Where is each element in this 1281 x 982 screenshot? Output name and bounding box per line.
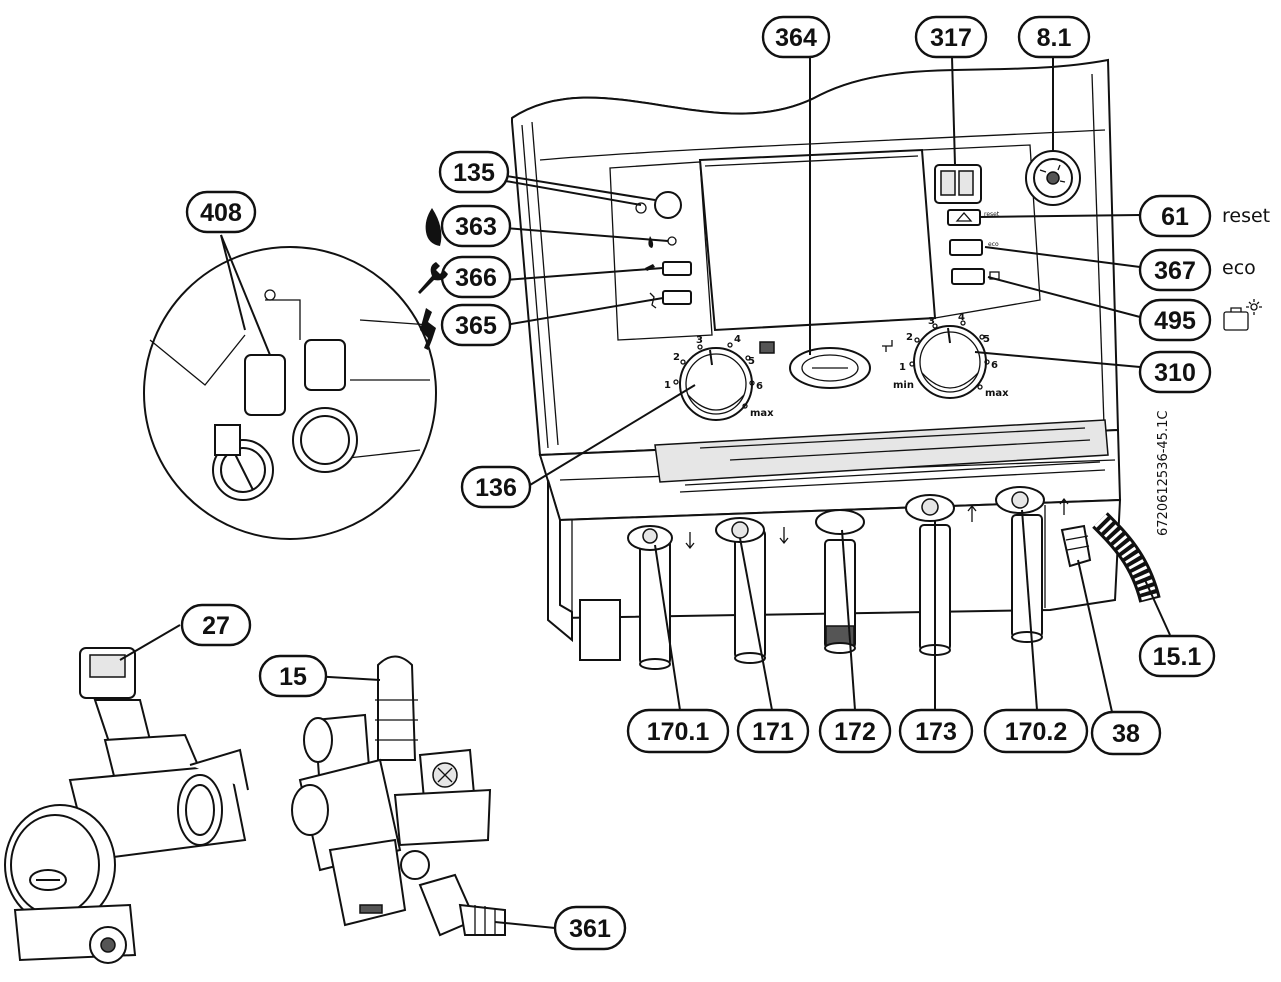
svg-text:364: 364 [775,24,817,52]
display-window [698,148,937,332]
svg-text:15.1: 15.1 [1153,643,1202,671]
svg-text:170.2: 170.2 [1005,718,1068,746]
dhw-temperature-dial[interactable] [909,320,990,399]
callout-171: 171 [736,708,810,754]
callout-170-2: 170.2 [983,708,1089,754]
svg-text:173: 173 [915,718,957,746]
svg-text:495: 495 [1154,307,1196,335]
diverter-valve-assembly [291,655,506,937]
callout-8-1: 8.1 [1017,15,1091,59]
callouts: 364 317 8.1 135 408 363 366 365 61 367 4… [180,15,1216,951]
ch-tick-2: 2 [673,352,680,363]
ch-tick-4: 4 [734,334,741,345]
briefcase-sun-icon [1223,299,1262,331]
callout-61: 61 [1138,194,1212,238]
ch-max-label: max [750,408,774,419]
svg-text:136: 136 [475,474,517,502]
control-panel: reset eco [609,144,1081,421]
svg-text:361: 361 [569,915,611,943]
ch-tick-1: 1 [664,380,671,391]
legend: reset eco [418,205,1270,350]
callout-317: 317 [914,15,988,59]
chimney-sweep-button[interactable] [662,290,692,305]
dhw-tick-2: 2 [906,332,913,343]
svg-text:15: 15 [279,663,307,691]
drawing-code: 6720612536-45.1C [1156,411,1171,536]
callout-366: 366 [440,255,512,299]
holiday-button[interactable] [951,268,985,285]
eco-label-small: eco [988,241,999,248]
dhw-tick-1: 1 [899,362,906,373]
wrench-icon [418,262,448,294]
flame-icon [425,208,442,246]
dhw-max-label: max [985,388,1009,399]
ch-tick-6: 6 [756,381,763,392]
svg-text:170.1: 170.1 [647,718,710,746]
leader-lines [119,56,1171,929]
ch-tick-5: 5 [748,356,755,367]
svg-text:366: 366 [455,264,497,292]
callout-408: 408 [185,190,257,234]
svg-text:408: 408 [200,199,242,227]
reset-label-small: reset [984,211,1000,218]
dhw-tick-6: 6 [991,360,998,371]
callout-363: 363 [440,204,512,248]
tap-icon [882,340,893,352]
main-switch[interactable] [654,191,682,219]
callout-172: 172 [818,708,892,754]
legend-eco-label: eco [1222,257,1256,279]
svg-text:8.1: 8.1 [1037,24,1072,52]
chimney-sweep-icon [420,308,436,350]
eco-button[interactable] [949,239,983,256]
callout-495: 495 [1138,298,1212,342]
callout-310: 310 [1138,350,1212,394]
callout-136: 136 [460,465,532,509]
callout-361: 361 [553,905,627,951]
callout-15-1: 15.1 [1138,634,1216,678]
dhw-tick-4: 4 [958,312,965,323]
dhw-min-label: min [893,380,914,391]
callout-367: 367 [1138,248,1212,292]
pump-assembly [4,647,249,964]
callout-27: 27 [180,603,252,647]
ch-temperature-dial[interactable] [673,342,755,421]
dhw-tick-5: 5 [983,334,990,345]
ch-tick-3: 3 [696,335,703,346]
svg-text:27: 27 [202,612,230,640]
legend-reset-label: reset [1222,205,1270,227]
service-button[interactable] [662,261,692,276]
callout-365: 365 [440,303,512,347]
svg-text:317: 317 [930,24,972,52]
callout-173: 173 [898,708,974,754]
callout-364: 364 [761,15,831,59]
svg-text:38: 38 [1112,720,1140,748]
detail-view-408 [143,246,437,540]
callout-15: 15 [258,654,328,698]
svg-text:135: 135 [453,159,495,187]
callout-38: 38 [1090,710,1162,756]
svg-text:172: 172 [834,718,876,746]
svg-text:363: 363 [455,213,497,241]
dhw-tick-3: 3 [928,316,935,327]
svg-text:310: 310 [1154,359,1196,387]
callout-135: 135 [438,150,510,194]
svg-text:171: 171 [752,718,794,746]
svg-text:367: 367 [1154,257,1196,285]
svg-text:61: 61 [1161,203,1189,231]
callout-170-1: 170.1 [626,708,730,754]
svg-text:365: 365 [455,312,497,340]
radiator-icon [759,341,775,354]
